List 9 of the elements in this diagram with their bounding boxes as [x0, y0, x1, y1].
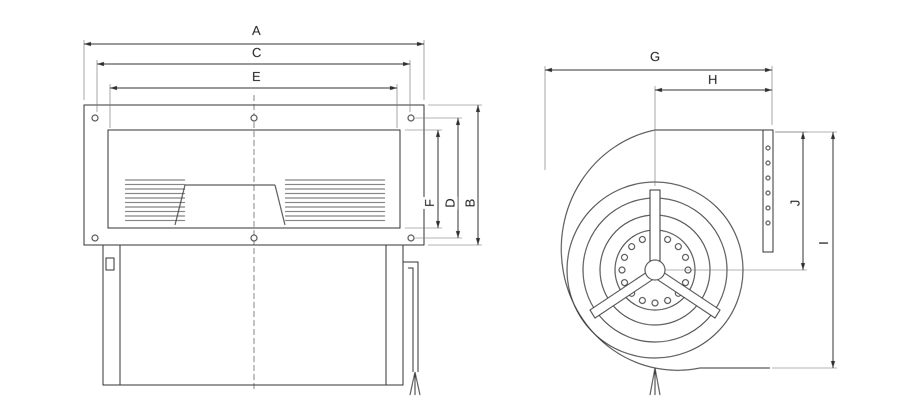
- dimension-label: H: [706, 73, 720, 87]
- dimension-label: G: [648, 50, 662, 64]
- dimension-label: B: [463, 196, 478, 210]
- dimension-label: A: [250, 24, 263, 38]
- dimension-label: J: [788, 198, 802, 208]
- dimension-label: I: [816, 239, 831, 247]
- dimension-label: F: [422, 197, 437, 209]
- dimension-label: E: [250, 70, 263, 84]
- dimension-label: C: [250, 46, 264, 60]
